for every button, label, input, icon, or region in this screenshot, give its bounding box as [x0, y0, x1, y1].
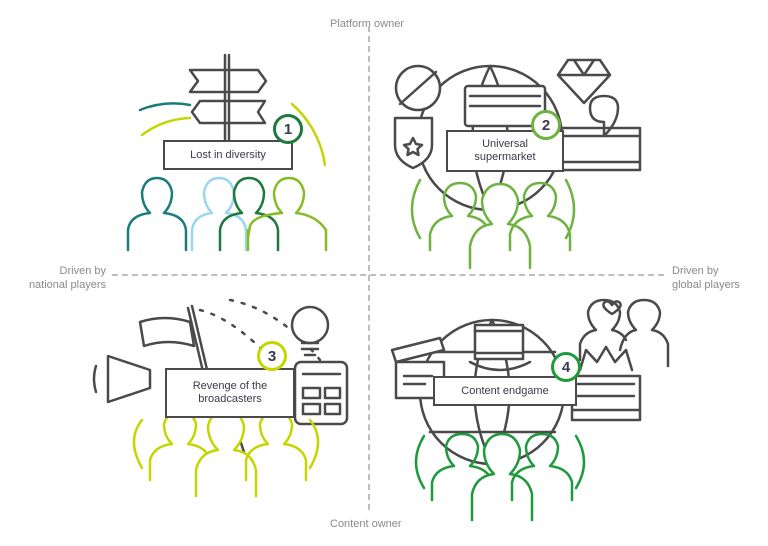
scenario-2-text-line2: supermarket — [474, 151, 536, 163]
person-icon — [618, 298, 670, 368]
axis-label-right: Driven by global players — [672, 264, 740, 292]
axis-label-left-line1: Driven by — [59, 265, 106, 277]
flag-icon — [138, 316, 196, 348]
laurel-icon — [414, 434, 586, 490]
scenario-3-number-badge: 3 — [257, 341, 287, 371]
person-icon — [578, 298, 628, 362]
scenario-2-number-badge: 2 — [531, 110, 561, 140]
axis-label-right-line2: global players — [672, 279, 740, 291]
megaphone-icon — [106, 354, 152, 404]
person-icon — [190, 176, 248, 252]
person-icon — [468, 182, 532, 270]
crown-icon — [578, 345, 634, 372]
scenario-3-number: 3 — [267, 347, 277, 365]
diamond-icon — [556, 58, 612, 105]
quadrant-4-art — [390, 298, 670, 522]
person-icon — [508, 181, 572, 252]
axis-label-right-line1: Driven by — [672, 265, 719, 277]
film-strip-icon — [558, 126, 642, 172]
scenario-3-label: Revenge of the broadcasters — [165, 368, 295, 418]
scenario-1-label: Lost in diversity — [163, 140, 293, 170]
scenario-1-number: 1 — [283, 120, 293, 138]
person-icon — [126, 176, 188, 252]
scenario-4-label: Content endgame — [433, 376, 577, 406]
person-icon — [246, 176, 328, 252]
horizontal-divider — [112, 274, 664, 276]
scenario-1-text: Lost in diversity — [190, 148, 266, 161]
scenario-4-text: Content endgame — [461, 384, 549, 397]
laurel-icon — [410, 178, 576, 240]
hand-icon — [468, 360, 532, 372]
scenario-2-number: 2 — [541, 116, 551, 134]
laurel-icon — [132, 418, 320, 470]
person-icon — [218, 176, 280, 252]
heart-icon — [602, 300, 622, 316]
scenario-3-text-line1: Revenge of the — [192, 380, 268, 392]
person-icon — [510, 432, 574, 502]
lightbulb-icon — [290, 305, 330, 345]
person-icon — [430, 432, 494, 502]
axis-label-top: Platform owner — [330, 18, 404, 30]
axis-label-left-line2: national players — [28, 279, 106, 291]
scenario-2-text-line1: Universal — [482, 138, 528, 150]
quadrant-3-art — [92, 298, 349, 498]
location-pin-icon — [588, 94, 620, 138]
person-icon — [470, 432, 534, 522]
scenario-4-number-badge: 4 — [551, 352, 581, 382]
axis-label-left: Driven by national players — [20, 264, 106, 292]
axis-label-bottom: Content owner — [330, 518, 402, 530]
scenario-1-number-badge: 1 — [273, 114, 303, 144]
scenario-3-text-line2: broadcasters — [198, 393, 262, 405]
quadrant-1-art — [126, 53, 328, 252]
scenario-4-number: 4 — [561, 358, 571, 376]
signpost-icon — [188, 53, 268, 142]
person-icon — [428, 181, 492, 252]
vertical-divider — [368, 26, 370, 510]
badge-icon — [393, 116, 434, 170]
